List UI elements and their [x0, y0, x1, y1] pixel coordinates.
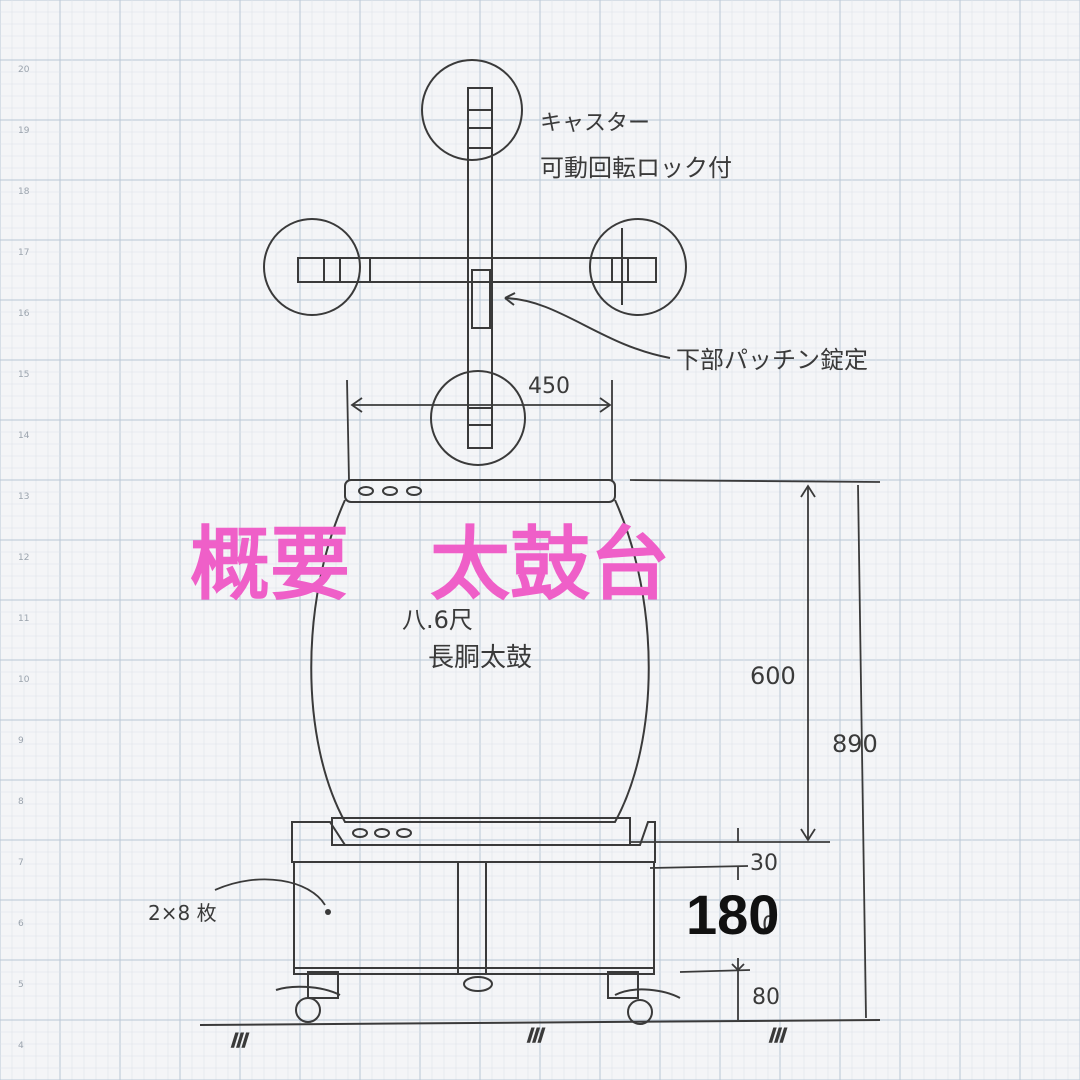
base-height-label: 0: [762, 913, 776, 938]
ruler-tick-label: 15: [18, 370, 29, 380]
latch-note: 下部パッチン錠定: [676, 346, 868, 374]
ruler-tick-label: 13: [18, 492, 29, 502]
caster-note-line1: キャスター: [540, 111, 650, 136]
ruler-tick-label: 19: [18, 126, 30, 136]
drum-body: [310, 499, 650, 823]
caster-top-view: [263, 59, 687, 466]
ruler-tick-label: 5: [18, 980, 24, 990]
ruler-tick-label: 6: [18, 919, 24, 929]
ruler-tick-label: 4: [18, 1041, 24, 1051]
drum-top-hoop: [344, 479, 616, 503]
drum-height-label: 600: [750, 662, 796, 690]
ruler-tick-label: 16: [18, 309, 30, 319]
vertical-bar: [467, 87, 493, 449]
caster-wheel-left: [263, 218, 361, 316]
left-ruler: 20 19 18 17 16 15 14 13 12 11 10 9 8 7 6 5 4: [18, 65, 30, 1051]
caster-right-mount: [607, 971, 639, 999]
height-dimensions: [629, 479, 881, 1020]
center-post: [457, 861, 487, 975]
caster-left-mount: [307, 971, 339, 999]
horizontal-bar: [297, 257, 657, 283]
caster-note-line2: 可動回転ロック付: [540, 154, 732, 182]
number-overlay: 180: [686, 883, 779, 946]
ruler-tick-label: 9: [18, 736, 24, 746]
caster-right-wheel: [627, 999, 653, 1025]
latch-pointer: [504, 297, 671, 359]
width-label: 450: [528, 374, 570, 399]
drum-note-line2: 長胴太鼓: [428, 643, 532, 673]
ruler-tick-label: 8: [18, 797, 24, 807]
ruler-tick-label: 20: [18, 65, 30, 75]
boards-pointer: [214, 878, 326, 906]
svg-text:///: ///: [770, 1025, 787, 1044]
ruler-tick-label: 12: [18, 553, 29, 563]
boards-note: 2×8 枚: [148, 901, 217, 925]
latch-block: [471, 269, 491, 329]
ruler-tick-label: 14: [18, 431, 30, 441]
ruler-tick-label: 7: [18, 858, 24, 868]
caster-wheel-top: [421, 59, 523, 161]
caster-left-wheel: [295, 997, 321, 1023]
gap-label: 30: [750, 851, 778, 876]
total-height-label: 890: [832, 730, 878, 758]
drum-stand: /// /// ///: [199, 821, 881, 1050]
drum-note-line1: 八.6尺: [402, 606, 473, 634]
caster-wheel-bottom: [430, 370, 526, 466]
svg-text:///: ///: [528, 1025, 545, 1044]
svg-text:///: ///: [232, 1030, 249, 1049]
ruler-tick-label: 17: [18, 248, 29, 258]
caster-height-label: 80: [752, 985, 780, 1010]
caster-wheel-right: [589, 218, 687, 316]
width-dimension: [346, 379, 613, 481]
ruler-tick-label: 11: [18, 614, 29, 624]
ruler-tick-label: 10: [18, 675, 30, 685]
title-overlay: 概要 太鼓台: [190, 518, 670, 611]
ruler-tick-label: 18: [18, 187, 30, 197]
